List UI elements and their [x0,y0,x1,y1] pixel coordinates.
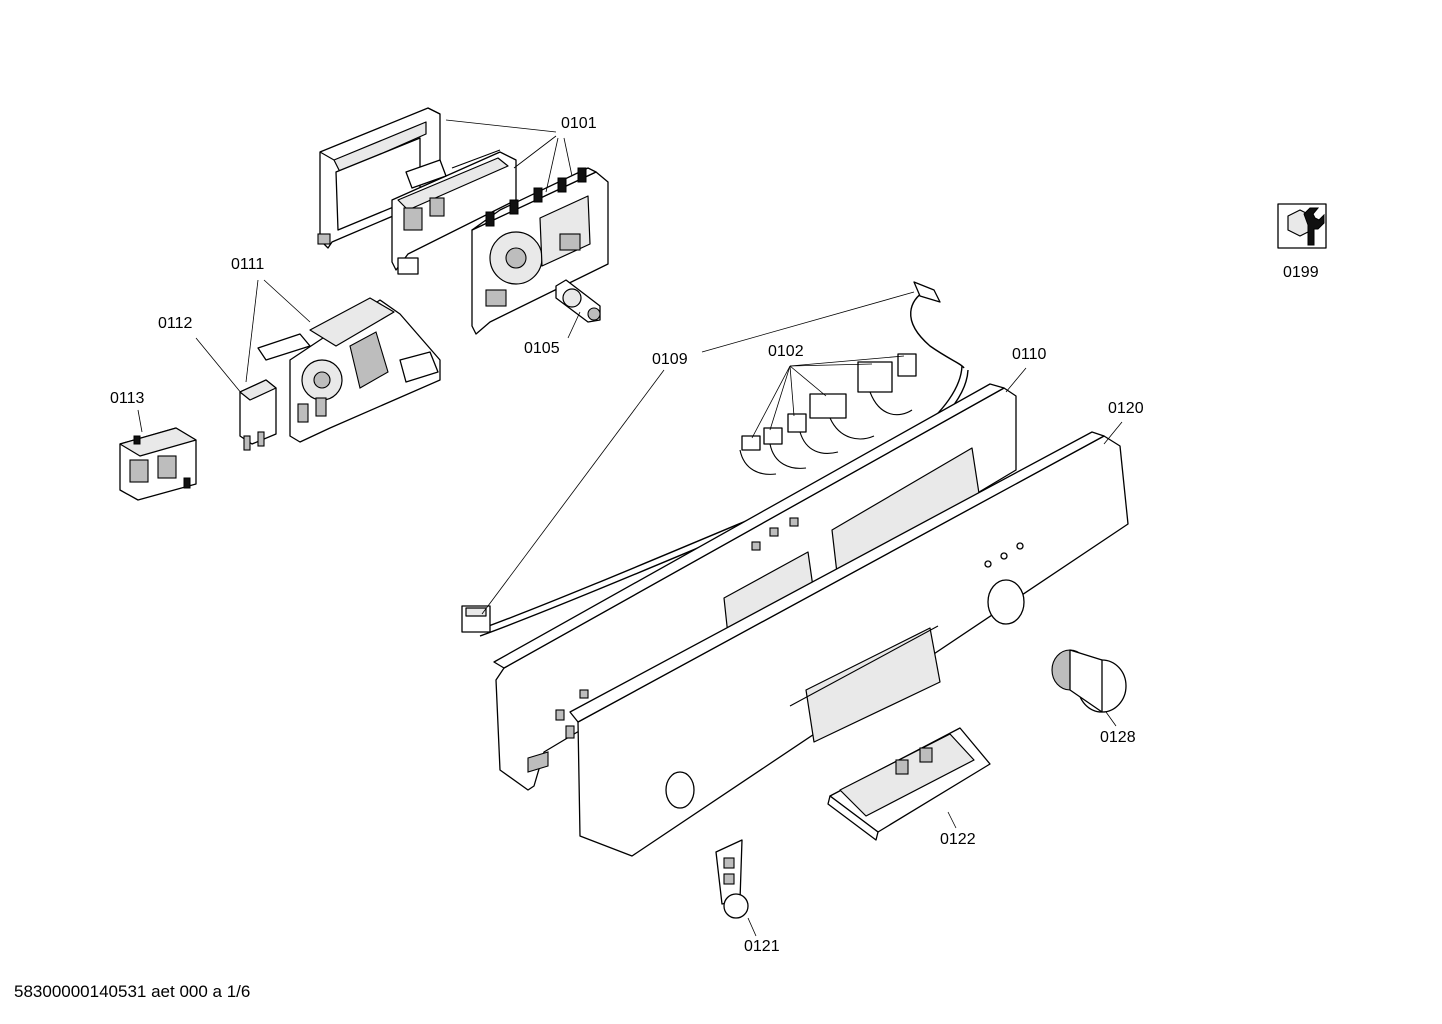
document-footer-code: 58300000140531 aet 000 a 1/6 [14,982,251,1001]
part-0105 [555,279,601,323]
label-0109: 0109 [652,351,688,368]
label-0105: 0105 [524,340,560,357]
label-0110: 0110 [1012,346,1047,363]
part-0121 [715,839,749,919]
wrench-nut-icon [1277,203,1327,249]
label-0128: 0128 [1100,729,1136,746]
part-0102-connectors [739,353,917,475]
label-0102: 0102 [768,343,804,360]
label-0199: 0199 [1283,264,1319,281]
part-0111 [257,297,441,443]
part-0122 [827,727,991,841]
label-0101: 0101 [561,115,597,132]
label-0122: 0122 [940,831,976,848]
part-0112 [239,379,277,451]
label-0113: 0113 [110,390,145,407]
part-0113 [119,427,197,501]
label-0121: 0121 [744,938,780,955]
part-0101-housing [317,107,441,249]
label-0112: 0112 [158,315,193,332]
part-0128-knob [1051,649,1127,713]
label-0111: 0111 [231,256,265,273]
label-0120: 0120 [1108,400,1144,417]
part-0101-board [391,149,517,275]
leader-lines [137,119,1123,937]
part-0101-timer-box [471,167,609,335]
part-0120-fascia [569,431,1129,857]
